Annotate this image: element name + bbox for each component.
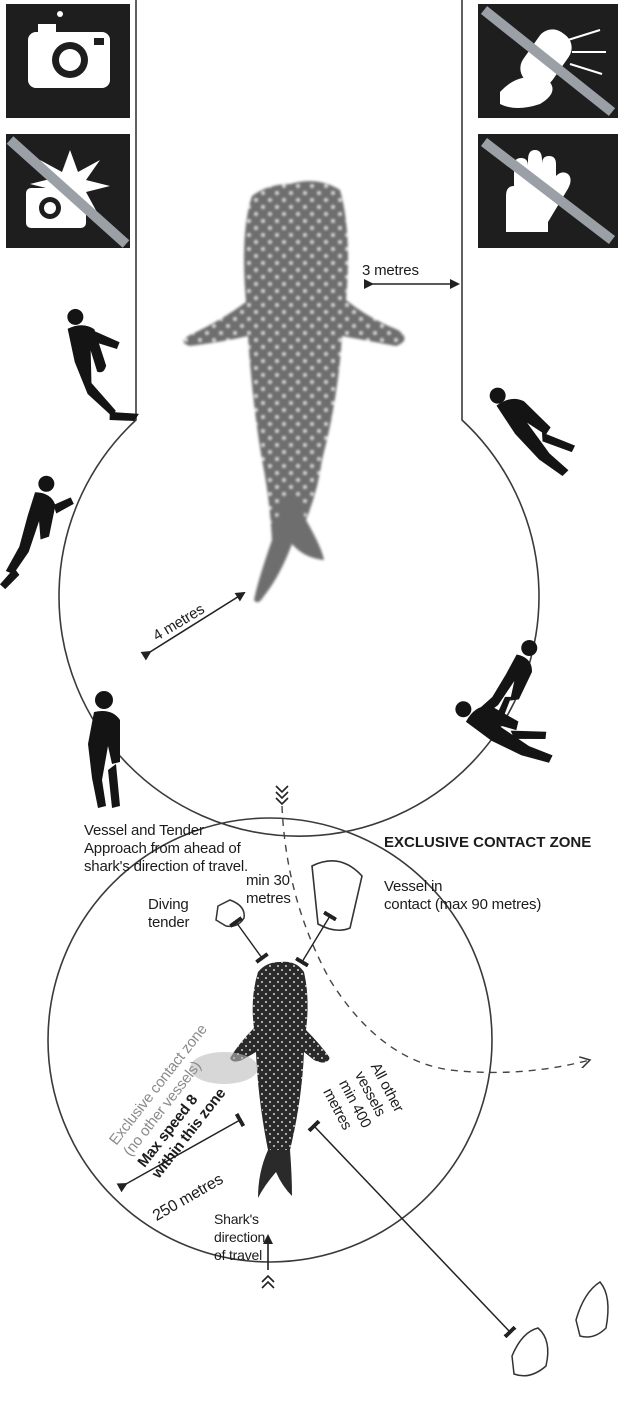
min-30-arrow-left — [236, 922, 262, 958]
touching-prohibited-icon — [478, 134, 618, 248]
other-vessel-icon — [512, 1328, 548, 1376]
diver-figure — [0, 471, 77, 596]
shark-direction-text: Shark's direction of travel — [214, 1210, 265, 1264]
diving-tender-text: Diving tender — [148, 896, 189, 932]
diver-figure — [487, 368, 585, 488]
vessel-contact-line: contact (max 90 metres) — [384, 896, 541, 914]
approach-line: Approach from ahead of — [84, 840, 248, 858]
diver-figure — [64, 300, 140, 430]
min-30-metres-text: min 30 metres — [246, 872, 291, 908]
whale-shark-illustration — [183, 181, 404, 602]
diver-figure — [88, 691, 120, 808]
approach-chevrons — [276, 786, 288, 804]
diving-tender-line: tender — [148, 914, 189, 932]
diving-tender-line: Diving — [148, 896, 189, 914]
approach-line: shark's direction of travel. — [84, 858, 248, 876]
shark-dir-line: Shark's — [214, 1210, 265, 1228]
exclusive-zone-heading: EXCLUSIVE CONTACT ZONE — [384, 834, 591, 852]
approach-line: Vessel and Tender — [84, 822, 248, 840]
three-metres-label: 3 metres — [362, 262, 419, 280]
approach-text: Vessel and Tender Approach from ahead of… — [84, 822, 248, 876]
diver-figure — [452, 677, 563, 780]
vessel-in-contact-text: Vessel in contact (max 90 metres) — [384, 878, 541, 914]
four-hundred-metres-line — [314, 1126, 510, 1332]
vessel-contact-line: Vessel in — [384, 878, 541, 896]
min-30-line: min 30 — [246, 872, 291, 890]
other-vessel-icon — [576, 1282, 608, 1337]
torch-prohibited-icon — [478, 4, 618, 118]
vessel-icon — [312, 861, 362, 930]
diving-tender-icon — [216, 900, 244, 926]
shark-dir-line: of travel — [214, 1246, 265, 1264]
min-30-arrow-right — [302, 916, 330, 962]
min-30-line: metres — [246, 890, 291, 908]
flash-camera-prohibited-icon — [6, 134, 130, 248]
shark-dir-line: direction — [214, 1228, 265, 1246]
camera-icon — [6, 4, 130, 118]
